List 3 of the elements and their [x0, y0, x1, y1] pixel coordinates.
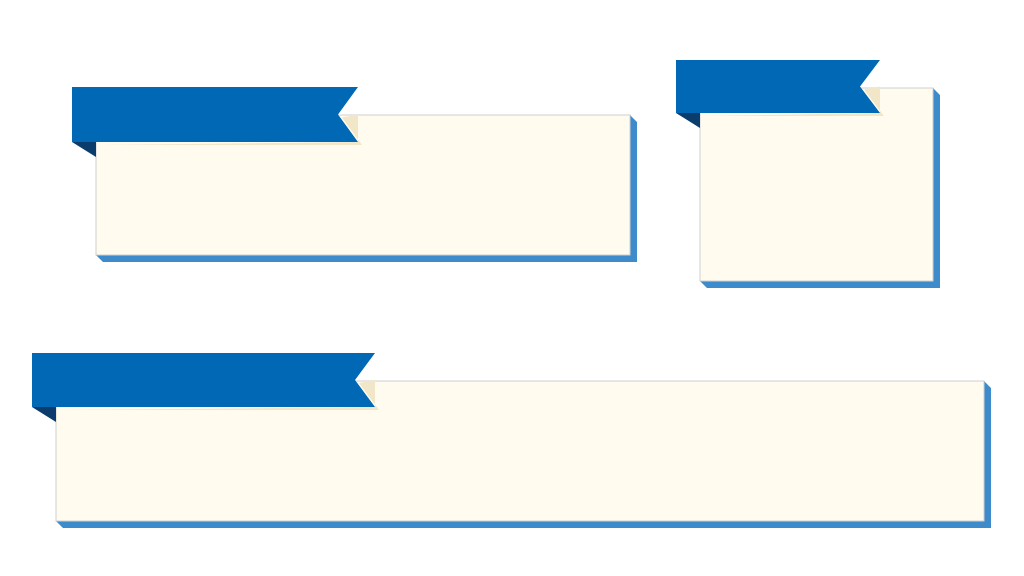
ribbon-card: [72, 87, 637, 262]
ribbon-card: [32, 353, 991, 528]
ribbon-card: [676, 60, 940, 288]
